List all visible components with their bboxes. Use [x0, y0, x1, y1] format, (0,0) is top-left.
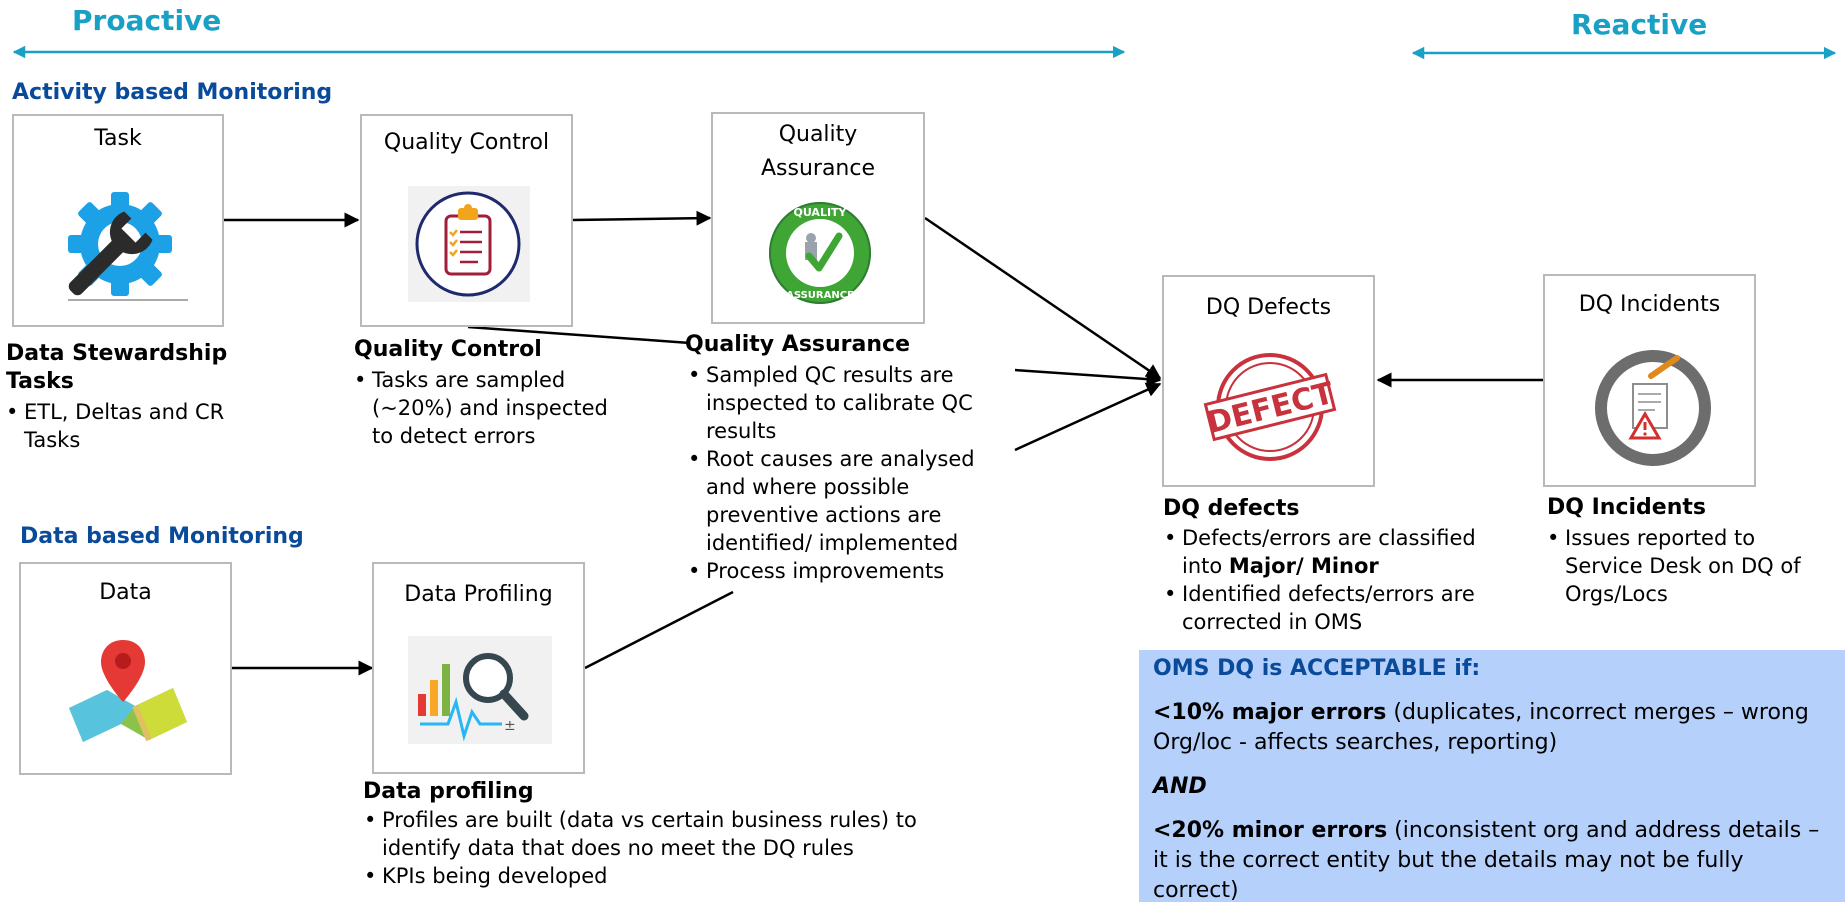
activity-monitoring-title: Activity based Monitoring: [12, 80, 333, 105]
qc-desc-title: Quality Control: [354, 337, 542, 362]
quality-control-image: [408, 186, 530, 302]
qc-bullets: Tasks are sampled(~20%) and inspectedto …: [353, 366, 608, 450]
dq-incidents-box-title: DQ Incidents: [1578, 292, 1721, 317]
clipboard-checklist-icon: [415, 191, 521, 297]
quality-control-box-title: Quality Control: [383, 130, 550, 155]
profiling-bullet-profiles: Profiles are built (data vs certain busi…: [363, 806, 917, 862]
data-profiling-box: Data Profiling ±: [372, 562, 585, 774]
dq-defects-box-title: DQ Defects: [1205, 295, 1332, 320]
acceptance-heading: OMS DQ is ACCEPTABLE if:: [1153, 656, 1481, 681]
arrow-qa-root-to-defects: [1014, 382, 1162, 452]
dq-defects-box: DQ Defects DEFECT: [1162, 275, 1375, 487]
data-monitoring-title: Data based Monitoring: [20, 524, 304, 549]
defect-stamp-icon: DEFECT: [1204, 353, 1338, 461]
data-box-title: Data: [99, 580, 152, 605]
qa-desc-title: Quality Assurance: [685, 332, 911, 357]
stewardship-title-line2: Tasks: [6, 369, 74, 394]
line-qc-to-qa-text: [467, 325, 691, 345]
profiling-bullet-kpis: KPIs being developed: [363, 862, 917, 890]
dq-incidents-box: DQ Incidents: [1543, 274, 1756, 487]
line-profiling-to-qa: [584, 590, 734, 670]
svg-text:ASSURANCE: ASSURANCE: [786, 290, 854, 301]
qa-bullet-process: Process improvements: [687, 557, 975, 585]
phase-reactive-label: Reactive: [1571, 8, 1708, 41]
quality-assurance-title-line1: Quality: [778, 122, 858, 147]
task-box-title: Task: [94, 126, 142, 151]
arrow-qa-text-to-defects: [1014, 368, 1162, 387]
data-profiling-box-title: Data Profiling: [404, 582, 553, 607]
acceptance-criteria-box: OMS DQ is ACCEPTABLE if: <10% major erro…: [1139, 650, 1845, 902]
map-pin-icon: [69, 640, 187, 742]
data-profiling-image: ±: [408, 636, 552, 744]
phase-proactive-label: Proactive: [72, 4, 222, 37]
quality-control-box: Quality Control: [360, 114, 573, 327]
gear-wrench-icon: [68, 192, 188, 301]
quality-assurance-box: Quality Assurance QUALITY ASSURANCE: [711, 112, 925, 324]
data-box: Data: [19, 562, 232, 775]
profiling-chart-magnifier-icon: ±: [418, 653, 529, 742]
task-box: Task: [12, 114, 224, 327]
profiling-bullets: Profiles are built (data vs certain busi…: [363, 806, 917, 890]
svg-text:±: ±: [504, 718, 516, 734]
stewardship-title-line1: Data Stewardship: [6, 341, 228, 366]
arrow-qc-to-qa: [572, 210, 712, 226]
qc-bullet: Tasks are sampled(~20%) and inspectedto …: [353, 366, 608, 450]
arrow-qa-to-defects: [924, 216, 1162, 380]
incidents-desc-title: DQ Incidents: [1547, 495, 1706, 520]
profiling-desc-title: Data profiling: [363, 779, 534, 804]
defects-desc-title: DQ defects: [1163, 496, 1300, 521]
quality-assurance-badge-icon: QUALITY ASSURANCE: [769, 202, 871, 304]
svg-text:QUALITY: QUALITY: [793, 206, 847, 219]
acceptance-major: <10% major errors (duplicates, incorrect…: [1153, 700, 1809, 755]
incident-report-icon: [1595, 350, 1711, 466]
acceptance-and: AND: [1153, 774, 1207, 799]
quality-assurance-title-line2: Assurance: [760, 156, 876, 181]
acceptance-minor: <20% minor errors (inconsistent org and …: [1153, 818, 1820, 902]
